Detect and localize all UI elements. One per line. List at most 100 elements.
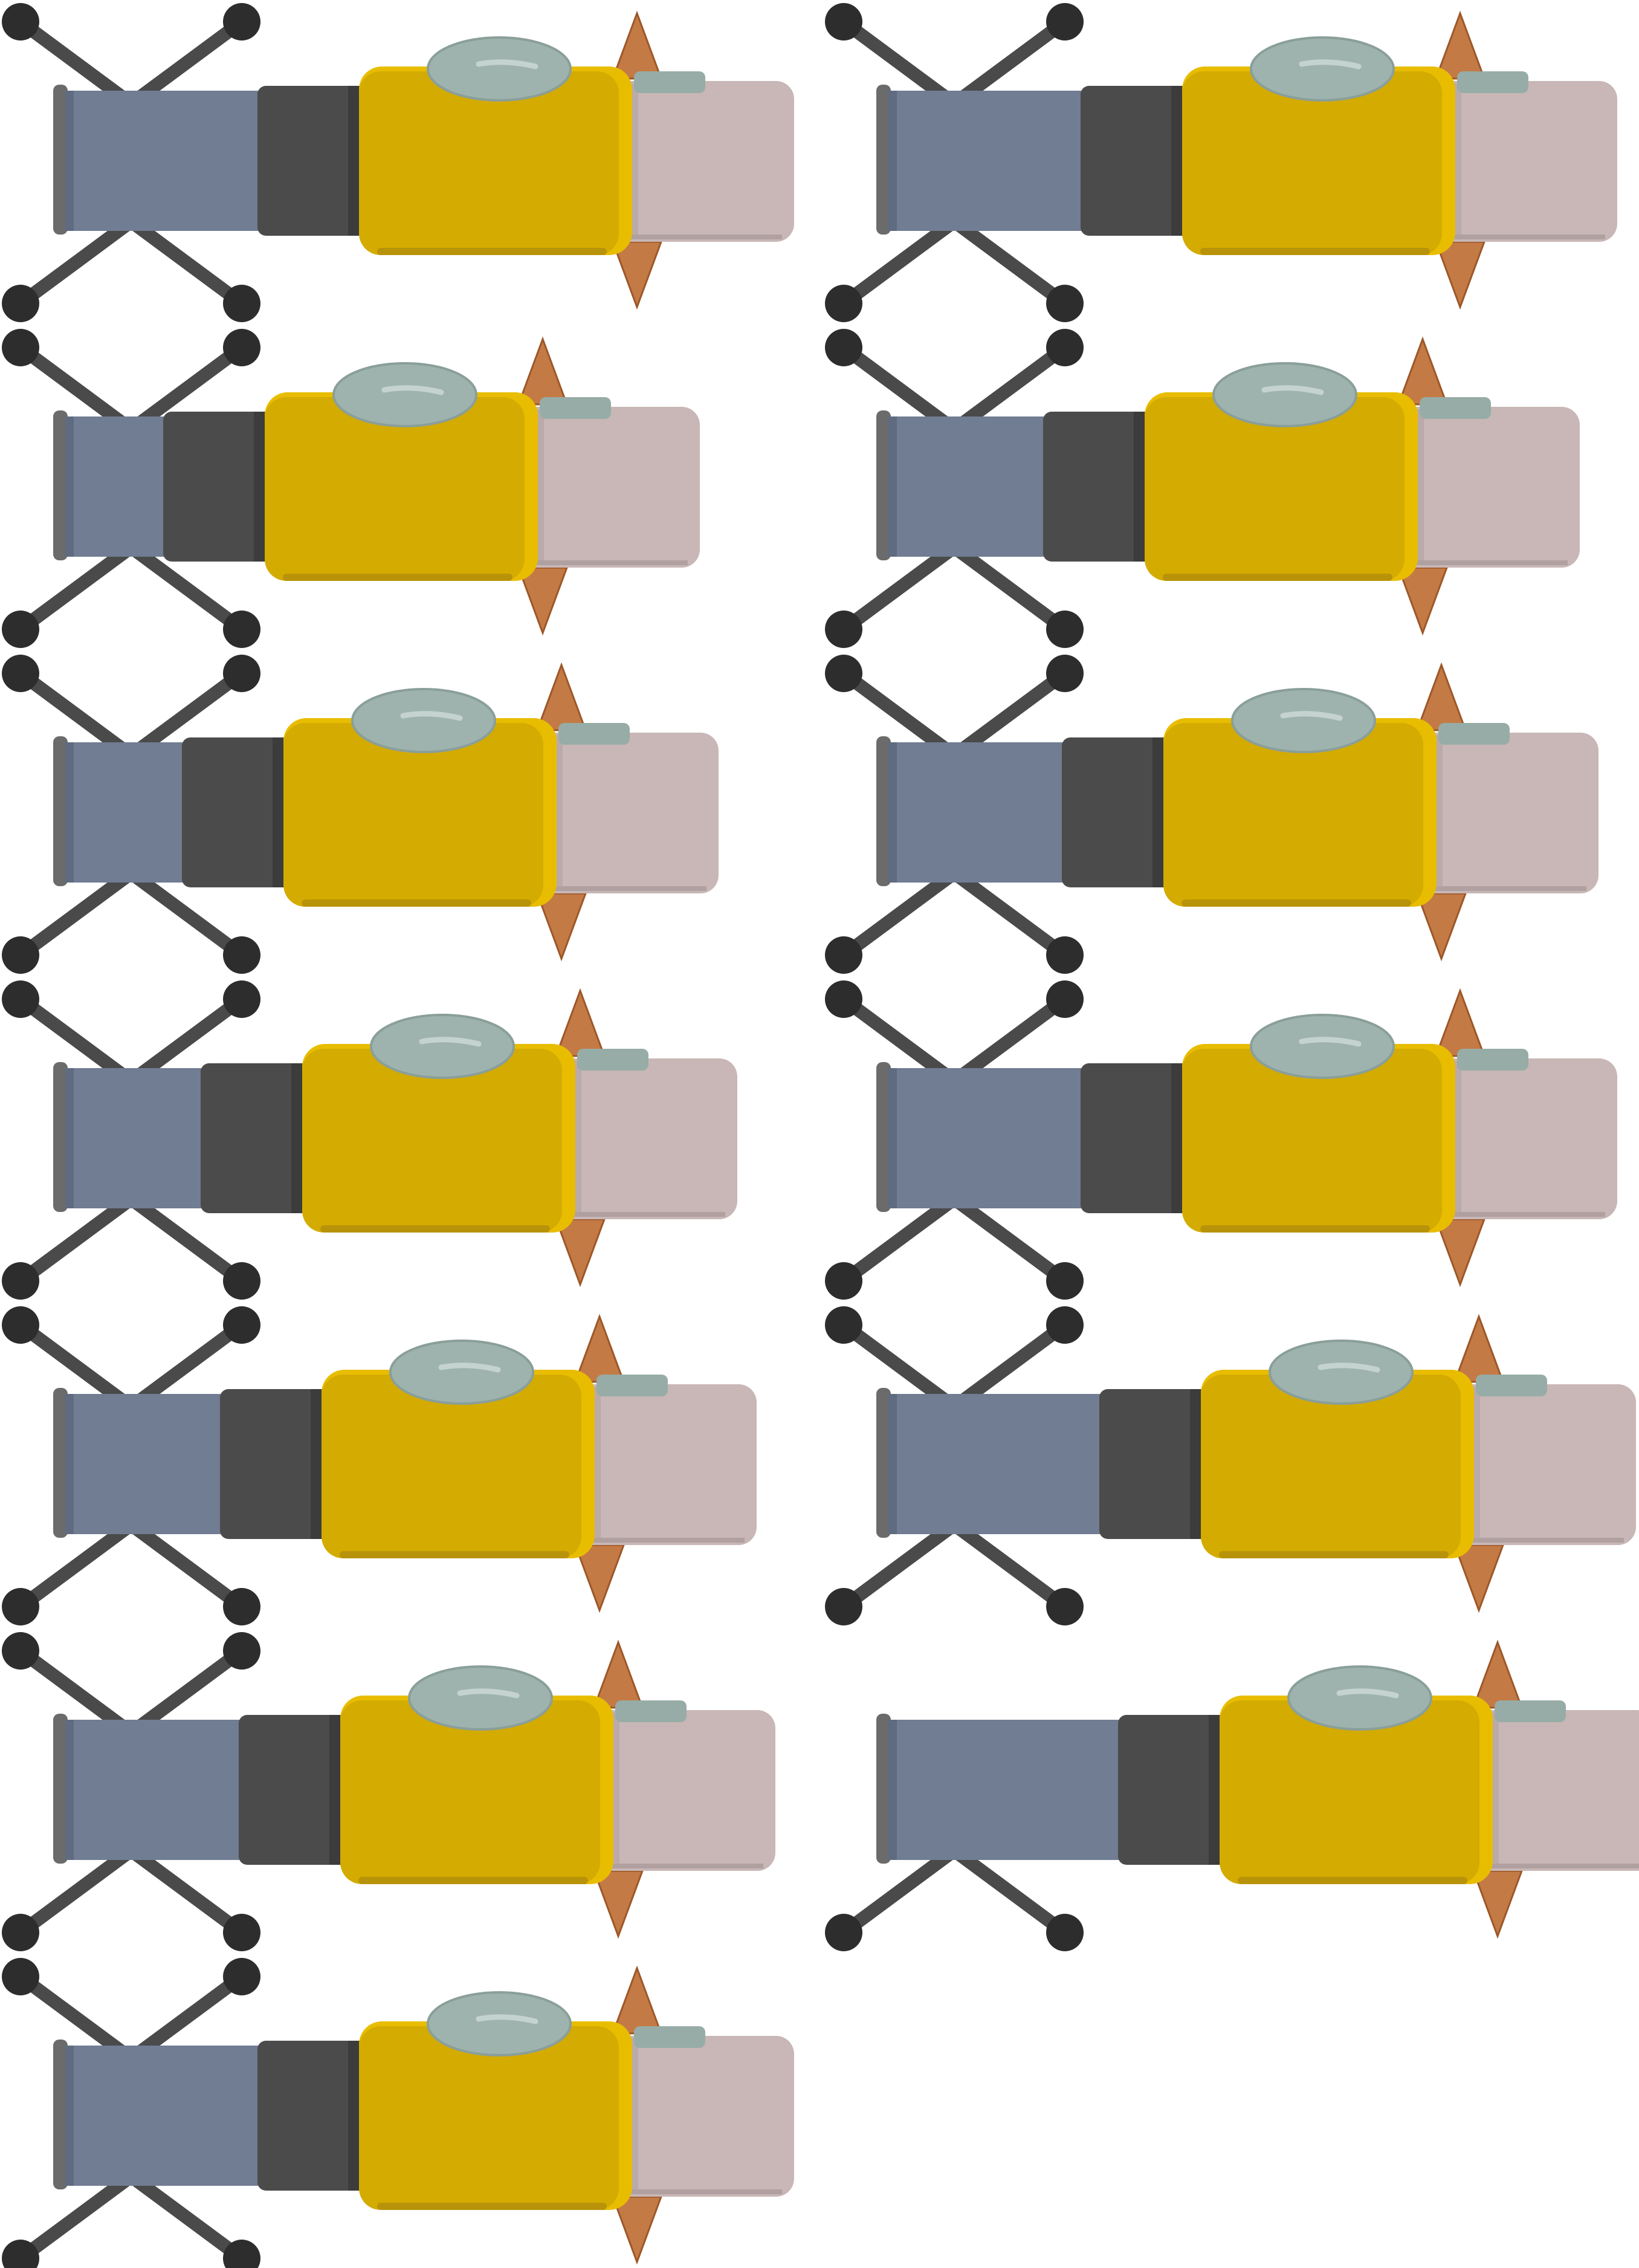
leg-upper-right	[126, 341, 248, 435]
joint-dot-icon	[1046, 285, 1084, 322]
nose-base-shade	[1448, 1212, 1605, 1217]
rear-hull-shade	[888, 91, 897, 231]
joint-dot-icon	[2, 936, 39, 974]
neck	[201, 1063, 309, 1213]
joint-dot-icon	[1046, 1914, 1084, 1951]
leg-upper-left	[14, 15, 137, 109]
leg-lower-right	[126, 2171, 248, 2265]
rear-hull-shade	[65, 2046, 74, 2186]
body	[1201, 1375, 1461, 1558]
joint-dot-icon	[1046, 1588, 1084, 1625]
joint-dot-icon	[825, 611, 862, 648]
rear-hull-shade	[888, 1394, 897, 1534]
joint-dot-icon	[223, 980, 260, 1018]
joint-dot-icon	[825, 329, 862, 366]
dome-icon	[1212, 362, 1357, 427]
spider-drone-sprite-frame	[825, 1306, 1636, 1625]
neck	[1099, 1389, 1208, 1539]
spider-drone-sprite-frame	[2, 329, 700, 648]
body	[302, 1049, 562, 1233]
nose-base-shade	[1485, 1864, 1639, 1868]
joint-dot-icon	[223, 936, 260, 974]
rear-hull	[65, 91, 262, 231]
leg-lower-right	[126, 1519, 248, 1613]
rear-hull-shade	[65, 1720, 74, 1860]
nose-base-shade	[1411, 560, 1568, 565]
joint-dot-icon	[2, 1588, 39, 1625]
neck	[1081, 1063, 1189, 1213]
frame-bar	[876, 85, 891, 235]
body-shade	[1182, 899, 1411, 907]
dome-icon	[427, 36, 572, 102]
leg-upper-left	[837, 1318, 960, 1413]
body	[322, 1375, 581, 1558]
leg-lower-left	[14, 1845, 137, 1939]
leg-lower-left	[14, 216, 137, 310]
legs	[2, 1306, 260, 1625]
body	[1163, 723, 1423, 907]
leg-lower-right	[949, 216, 1072, 310]
joint-dot-icon	[825, 936, 862, 974]
neck	[182, 737, 291, 887]
leg-lower-right	[126, 216, 248, 310]
dome-shine	[1280, 711, 1343, 721]
nose-base-shade	[549, 886, 706, 891]
spider-drone-sprite-frame	[2, 3, 794, 322]
sensor-strip	[1438, 723, 1510, 745]
rear-hull	[888, 742, 1067, 883]
rear-hull	[65, 2046, 262, 2186]
fin-icon	[1434, 10, 1486, 80]
joint-dot-icon	[223, 1306, 260, 1344]
leg-upper-right	[126, 1970, 248, 2064]
nose-base-shade	[606, 1864, 763, 1868]
body	[1182, 71, 1442, 255]
sensor-strip	[634, 71, 705, 93]
nose-base-shade	[1429, 886, 1586, 891]
leg-lower-left	[837, 1845, 960, 1939]
dome-icon	[1231, 688, 1376, 753]
dome-icon	[1250, 1014, 1395, 1079]
dome-icon	[1250, 36, 1395, 102]
rear-hull-shade	[65, 742, 74, 883]
leg-lower-left	[14, 1519, 137, 1613]
joint-dot-icon	[223, 329, 260, 366]
fin-icon	[574, 1314, 626, 1383]
joint-dot-icon	[2, 3, 39, 40]
dome-shine	[1317, 1362, 1380, 1373]
dome-shine	[476, 59, 538, 70]
leg-lower-left	[14, 542, 137, 636]
nose	[506, 407, 700, 568]
joint-dot-icon	[223, 1588, 260, 1625]
frame-bar	[53, 1062, 68, 1212]
leg-upper-right	[126, 15, 248, 109]
nose	[1461, 1710, 1639, 1871]
nose	[1405, 733, 1599, 893]
leg-lower-right	[949, 1193, 1072, 1288]
dome-icon	[427, 1991, 572, 2056]
body-shade	[1219, 1551, 1449, 1558]
joint-dot-icon	[223, 1958, 260, 1995]
leg-lower-right	[949, 542, 1072, 636]
leg-upper-left	[837, 341, 960, 435]
hull	[876, 336, 1580, 636]
frame-bar	[53, 410, 68, 560]
dome-shine	[476, 2014, 538, 2024]
joint-dot-icon	[223, 285, 260, 322]
joint-dot-icon	[2, 285, 39, 322]
frame-bar	[53, 85, 68, 235]
hull	[53, 662, 719, 962]
dome-shine	[400, 711, 463, 721]
joint-dot-icon	[223, 1632, 260, 1670]
joint-dot-icon	[223, 611, 260, 648]
fin-icon	[1434, 988, 1486, 1057]
dome-shine	[457, 1688, 520, 1699]
fin-icon	[1472, 1639, 1524, 1709]
neck	[220, 1389, 329, 1539]
joint-dot-icon	[825, 1588, 862, 1625]
leg-lower-left	[837, 542, 960, 636]
dome-shine	[419, 1037, 482, 1047]
joint-dot-icon	[1046, 3, 1084, 40]
joint-dot-icon	[223, 2240, 260, 2268]
joint-dot-icon	[223, 1262, 260, 1300]
